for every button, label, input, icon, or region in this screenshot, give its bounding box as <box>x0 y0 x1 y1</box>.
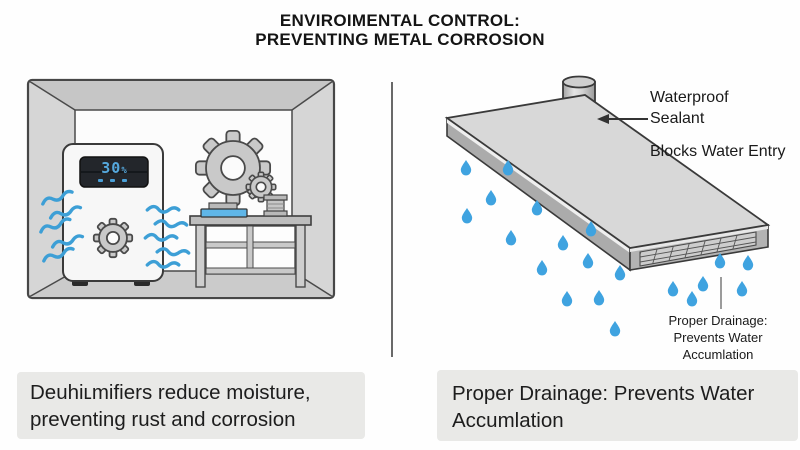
blue-plate <box>200 208 248 218</box>
workbench <box>189 194 312 288</box>
dehumidifier-display-value: 30% <box>101 159 127 177</box>
right-caption: Proper Drainage: Prevents Water Accumlat… <box>437 370 798 441</box>
dehumidifier <box>62 143 164 286</box>
waterproof-sealant-label: Waterproof Sealant <box>650 89 729 127</box>
water-drop-icon <box>561 291 573 307</box>
water-drop-icon <box>460 160 472 176</box>
gear-icon-emblem <box>92 217 134 259</box>
water-drop-icon <box>609 321 621 337</box>
room-ceiling <box>29 81 333 110</box>
arrowhead-icon <box>597 114 609 124</box>
water-drop-icon <box>667 281 679 297</box>
slab-end-highlight <box>630 225 768 252</box>
left-caption: Deuhiʟmifiers reduce moisture, preventin… <box>17 372 365 439</box>
water-drop-icon <box>697 276 709 292</box>
slab-top-face <box>444 94 771 249</box>
slab-edge-highlight <box>447 118 630 253</box>
water-drop-icon <box>736 281 748 297</box>
water-drop-icon <box>485 190 497 206</box>
page-title-line1: ENVIROIMENTAL CONTROL: <box>279 11 521 30</box>
left-caption-text: Deuhiʟmifiers reduce moisture, preventin… <box>30 381 311 431</box>
drainage-illustration <box>444 75 771 337</box>
workbench-top <box>189 215 312 226</box>
page-title-line2: PREVENTING METAL CORROSION <box>255 30 545 49</box>
water-drop-icon <box>593 290 605 306</box>
water-drop-icon <box>614 265 626 281</box>
room-illustration <box>26 78 336 300</box>
water-drop-icon <box>557 235 569 251</box>
sealant-arrow <box>597 114 648 124</box>
water-drop-icon <box>461 208 473 224</box>
water-drop-icon <box>686 291 698 307</box>
water-drop-icon <box>582 253 594 269</box>
blocks-water-entry-label: Blocks Water Entry <box>650 143 786 160</box>
water-drop-icon <box>536 260 548 276</box>
water-drop-icon <box>742 255 754 271</box>
coil-stack <box>263 194 288 217</box>
water-drop-icon <box>505 230 517 246</box>
right-caption-text: Proper Drainage: Prevents Water Accumlat… <box>452 382 755 432</box>
page-title: ENVIROIMENTAL CONTROL: PREVENTING METAL … <box>0 11 800 49</box>
drain-note-label: Proper Drainage: Prevents Water Accumlat… <box>668 313 768 362</box>
